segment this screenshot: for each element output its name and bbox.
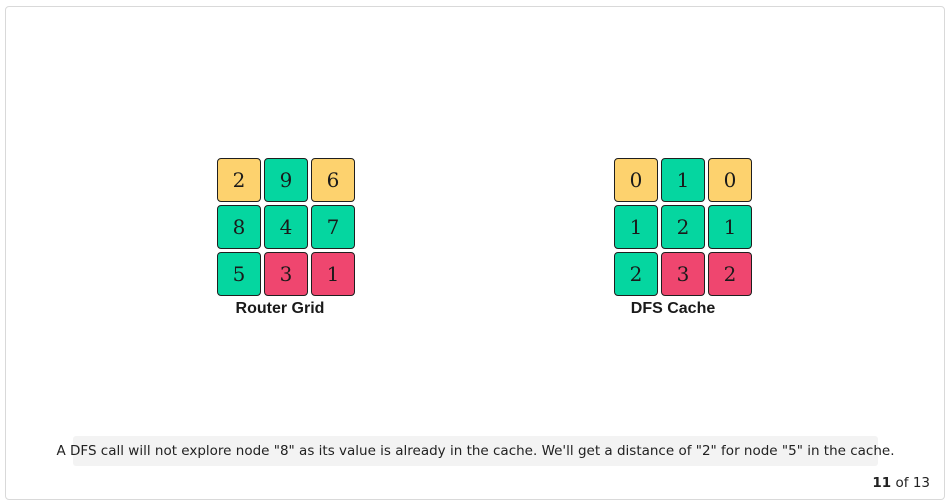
dfs-cache-cell: 3 bbox=[661, 252, 705, 296]
dfs-cache-grid: 0 1 0 1 2 1 2 3 2 bbox=[614, 158, 752, 296]
router-grid: 2 9 6 8 4 7 5 3 1 bbox=[217, 158, 355, 296]
dfs-cache-cell: 1 bbox=[708, 205, 752, 249]
slide-counter-separator: of bbox=[895, 475, 909, 491]
dfs-cache-cell: 2 bbox=[708, 252, 752, 296]
dfs-cache-cell: 2 bbox=[614, 252, 658, 296]
slide-frame: 2 9 6 8 4 7 5 3 1 0 1 0 1 2 1 2 3 2 bbox=[5, 6, 945, 500]
dfs-cache-caption: DFS Cache bbox=[630, 300, 716, 317]
dfs-cache-cell: 2 bbox=[661, 205, 705, 249]
slide-description: A DFS call will not explore node "8" as … bbox=[57, 436, 895, 466]
router-grid-cell: 8 bbox=[217, 205, 261, 249]
router-grid-cell: 6 bbox=[311, 158, 355, 202]
router-grid-cell: 3 bbox=[264, 252, 308, 296]
dfs-cache-cell: 0 bbox=[614, 158, 658, 202]
router-grid-caption: Router Grid bbox=[235, 300, 325, 317]
router-grid-cell: 1 bbox=[311, 252, 355, 296]
router-grid-cell: 7 bbox=[311, 205, 355, 249]
router-grid-cell: 2 bbox=[217, 158, 261, 202]
router-grid-cell: 4 bbox=[264, 205, 308, 249]
dfs-cache-cell: 1 bbox=[614, 205, 658, 249]
total-slide-count: 13 bbox=[912, 475, 930, 491]
slide-counter: 11 of 13 bbox=[872, 475, 930, 491]
current-slide-number: 11 bbox=[872, 475, 892, 491]
router-grid-cell: 5 bbox=[217, 252, 261, 296]
dfs-cache-cell: 0 bbox=[708, 158, 752, 202]
dfs-cache-cell: 1 bbox=[661, 158, 705, 202]
router-grid-cell: 9 bbox=[264, 158, 308, 202]
